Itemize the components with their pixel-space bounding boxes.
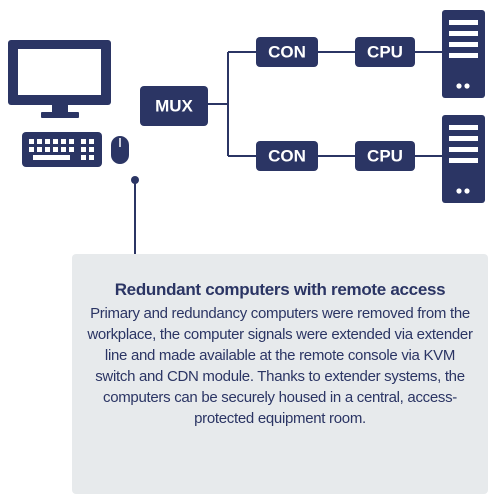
con-bottom-label: CON — [268, 147, 306, 166]
cpu-node-bottom: CPU — [355, 141, 415, 171]
cpu-bottom-label: CPU — [367, 147, 403, 166]
con-node-bottom: CON — [256, 141, 318, 171]
mouse-icon — [111, 136, 129, 164]
monitor-icon — [8, 40, 111, 118]
server-tower-icon — [442, 115, 485, 203]
mux-label: MUX — [155, 97, 193, 116]
keyboard-icon — [22, 132, 102, 167]
con-node-top: CON — [256, 37, 318, 67]
callout-title: Redundant computers with remote access — [114, 280, 446, 299]
cpu-top-label: CPU — [367, 43, 403, 62]
con-top-label: CON — [268, 43, 306, 62]
mux-node: MUX — [140, 86, 208, 126]
cpu-node-top: CPU — [355, 37, 415, 67]
callout-pointer-dot — [131, 176, 139, 184]
connector-lines — [134, 51, 442, 258]
description-callout: Redundant computers with remote access P… — [72, 254, 488, 494]
server-tower-icon — [442, 10, 485, 98]
callout-body: Primary and redundancy computers were re… — [87, 305, 473, 427]
